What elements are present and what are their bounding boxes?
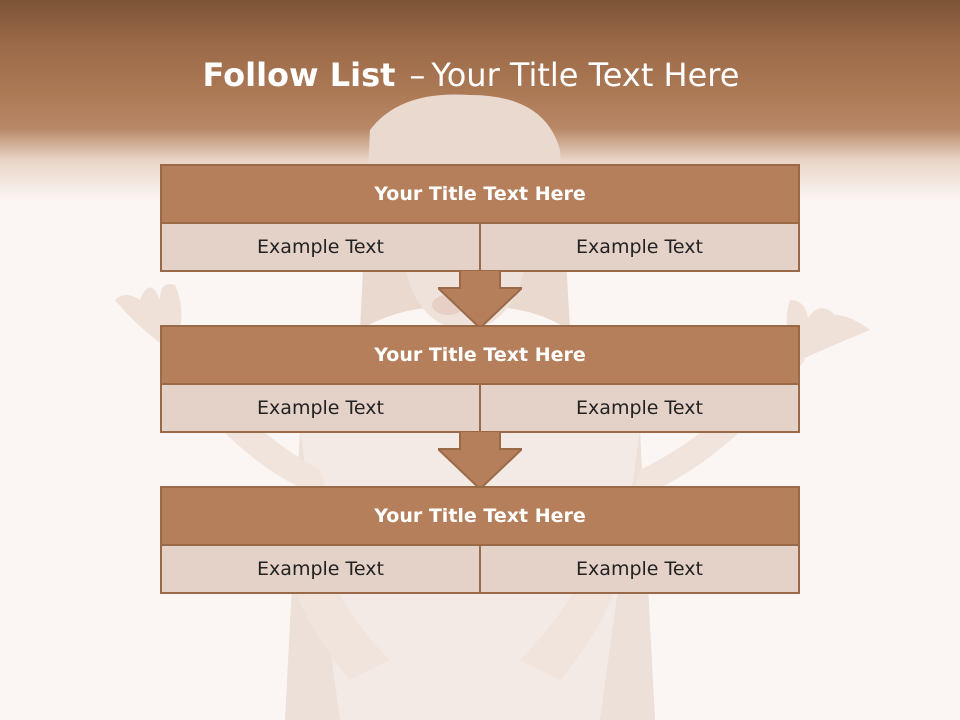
block-heading: Your Title Text Here	[162, 327, 798, 385]
block-cell-left: Example Text	[162, 224, 479, 270]
block-row: Example Text Example Text	[162, 385, 798, 431]
block-heading: Your Title Text Here	[162, 166, 798, 224]
title-bold: Follow List	[202, 56, 396, 94]
block-row: Example Text Example Text	[162, 224, 798, 270]
block-cell-right: Example Text	[479, 385, 798, 431]
page-title: Follow List–Your Title Text Here	[0, 56, 942, 94]
list-block-1: Your Title Text Here Example Text Exampl…	[160, 164, 800, 272]
down-arrow-icon	[438, 270, 522, 328]
block-heading: Your Title Text Here	[162, 488, 798, 546]
down-arrow-icon	[438, 431, 522, 489]
block-cell-left: Example Text	[162, 546, 479, 592]
list-block-3: Your Title Text Here Example Text Exampl…	[160, 486, 800, 594]
block-cell-right: Example Text	[479, 224, 798, 270]
block-cell-left: Example Text	[162, 385, 479, 431]
list-block-2: Your Title Text Here Example Text Exampl…	[160, 325, 800, 433]
block-row: Example Text Example Text	[162, 546, 798, 592]
block-cell-right: Example Text	[479, 546, 798, 592]
title-separator: –	[409, 56, 426, 94]
title-rest: Your Title Text Here	[431, 56, 740, 94]
